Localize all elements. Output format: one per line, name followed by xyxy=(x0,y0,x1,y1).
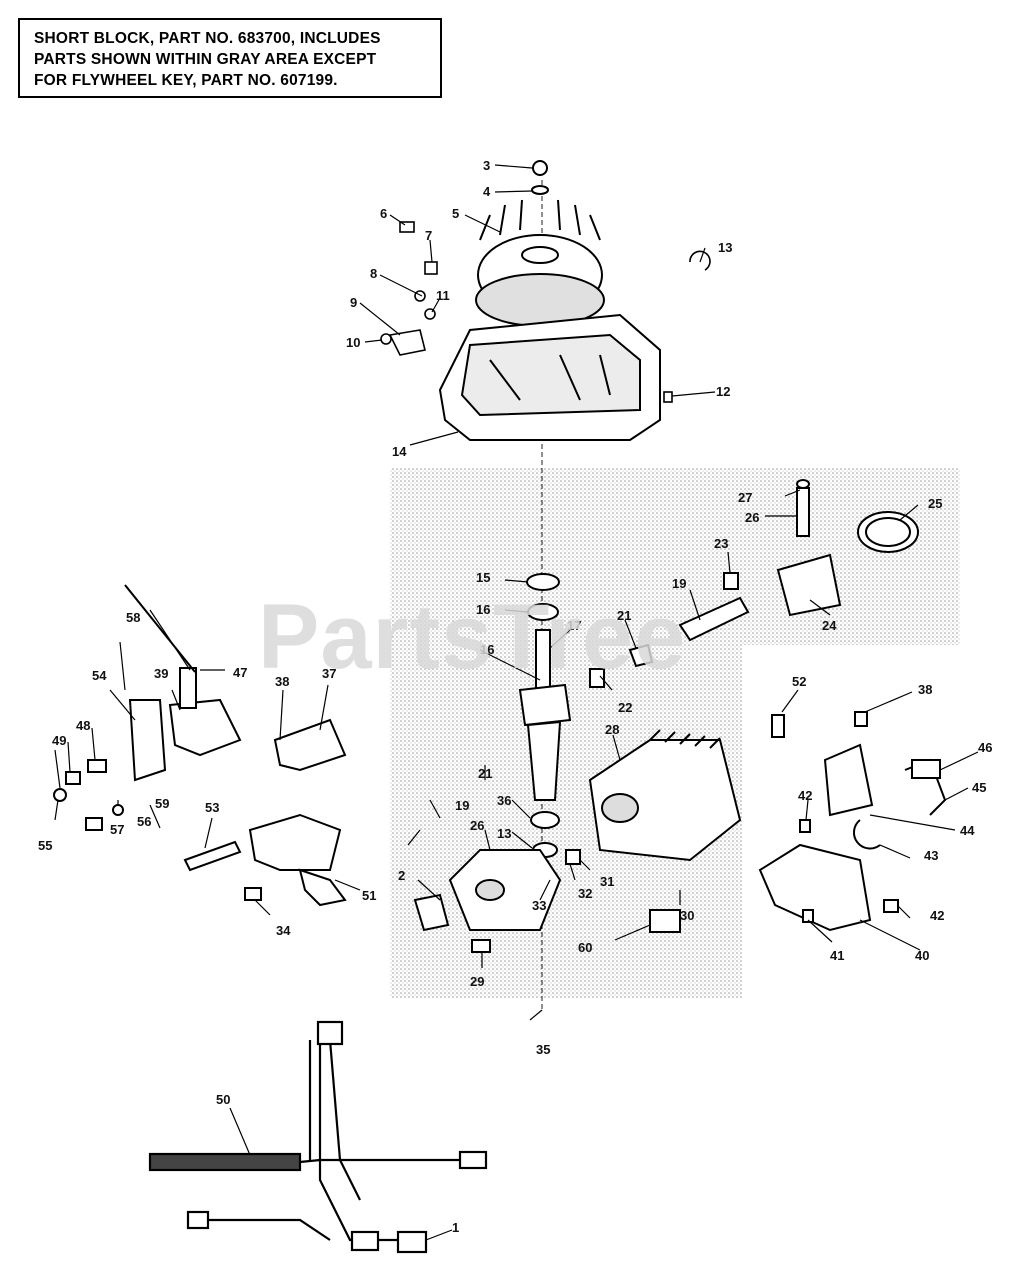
callout-25: 25 xyxy=(928,496,942,511)
engine-base-housing xyxy=(438,313,661,441)
callout-1: 1 xyxy=(452,1220,459,1235)
callout-9: 9 xyxy=(350,295,357,310)
callout-14: 14 xyxy=(392,444,407,459)
callout-21: 21 xyxy=(617,608,631,623)
callout-labels: 1 2 3 4 5 6 7 8 9 10 11 12 13 14 15 16 1… xyxy=(38,158,992,1235)
short-block-note: SHORT BLOCK, PART NO. 683700, INCLUDES P… xyxy=(18,18,442,98)
callout-5: 5 xyxy=(452,206,459,221)
callout-28: 28 xyxy=(605,722,619,737)
callout-17: 17 xyxy=(567,618,581,633)
callout-11: 11 xyxy=(436,288,450,303)
callout-26-b: 26 xyxy=(470,818,484,833)
callout-16-b: 16 xyxy=(480,642,494,657)
callout-35: 35 xyxy=(536,1042,550,1057)
callout-44: 44 xyxy=(960,823,975,838)
flywheel xyxy=(475,160,605,327)
callout-55: 55 xyxy=(38,838,52,853)
callout-49: 49 xyxy=(52,733,66,748)
callout-8: 8 xyxy=(370,266,377,281)
leader-lines xyxy=(54,164,979,1241)
ignition-small-parts xyxy=(380,221,711,403)
callout-36: 36 xyxy=(497,793,511,808)
callout-10: 10 xyxy=(346,335,360,350)
cylinder-block xyxy=(588,729,742,862)
callout-53: 53 xyxy=(205,800,219,815)
callout-33: 33 xyxy=(532,898,546,913)
callout-37: 37 xyxy=(322,666,336,681)
callout-3: 3 xyxy=(483,158,490,173)
callout-34: 34 xyxy=(276,923,291,938)
callout-48: 48 xyxy=(76,718,90,733)
ignition-coil-assembly xyxy=(758,711,947,932)
watermark: PartsTree xyxy=(258,586,687,688)
callout-7: 7 xyxy=(425,228,432,243)
note-line-1: SHORT BLOCK, PART NO. 683700, INCLUDES xyxy=(34,30,381,47)
piston-assembly xyxy=(589,479,919,688)
callout-2: 2 xyxy=(398,868,405,883)
callout-51: 51 xyxy=(362,888,376,903)
callout-27: 27 xyxy=(738,490,752,505)
callout-22: 22 xyxy=(618,700,632,715)
callout-16: 16 xyxy=(476,602,490,617)
callout-40: 40 xyxy=(915,948,929,963)
callout-42-b: 42 xyxy=(930,908,944,923)
callout-50: 50 xyxy=(216,1092,230,1107)
wire-harness xyxy=(148,1020,488,1254)
callout-6: 6 xyxy=(380,206,387,221)
callout-21-b: 21 xyxy=(478,766,492,781)
callout-46: 46 xyxy=(978,740,992,755)
callout-56: 56 xyxy=(137,814,151,829)
callout-29: 29 xyxy=(470,974,484,989)
callout-41: 41 xyxy=(830,948,844,963)
crankshaft xyxy=(518,573,572,858)
callout-31: 31 xyxy=(600,874,614,889)
callout-26: 26 xyxy=(745,510,759,525)
callout-42: 42 xyxy=(798,788,812,803)
callout-43: 43 xyxy=(924,848,938,863)
note-line-2: PARTS SHOWN WITHIN GRAY AREA EXCEPT xyxy=(34,51,377,68)
callout-38: 38 xyxy=(275,674,289,689)
callout-13: 13 xyxy=(718,240,732,255)
callout-19: 19 xyxy=(672,576,686,591)
callout-52: 52 xyxy=(792,674,806,689)
carburetor xyxy=(413,849,681,953)
callout-59: 59 xyxy=(155,796,169,811)
callout-23: 23 xyxy=(714,536,728,551)
callout-15: 15 xyxy=(476,570,490,585)
callout-58: 58 xyxy=(126,610,140,625)
callout-12: 12 xyxy=(716,384,730,399)
callout-57: 57 xyxy=(110,822,124,837)
callout-54: 54 xyxy=(92,668,107,683)
callout-30: 30 xyxy=(680,908,694,923)
callout-19-b: 19 xyxy=(455,798,469,813)
callout-32: 32 xyxy=(578,886,592,901)
callout-13-b: 13 xyxy=(497,826,511,841)
note-line-3: FOR FLYWHEEL KEY, PART NO. 607199. xyxy=(34,72,338,89)
callout-45: 45 xyxy=(972,780,986,795)
callout-60: 60 xyxy=(578,940,592,955)
callout-39: 39 xyxy=(154,666,168,681)
callout-24: 24 xyxy=(822,618,837,633)
governor-linkage xyxy=(53,584,347,907)
callout-47: 47 xyxy=(233,665,247,680)
callout-4: 4 xyxy=(483,184,491,199)
callout-38-b: 38 xyxy=(918,682,932,697)
